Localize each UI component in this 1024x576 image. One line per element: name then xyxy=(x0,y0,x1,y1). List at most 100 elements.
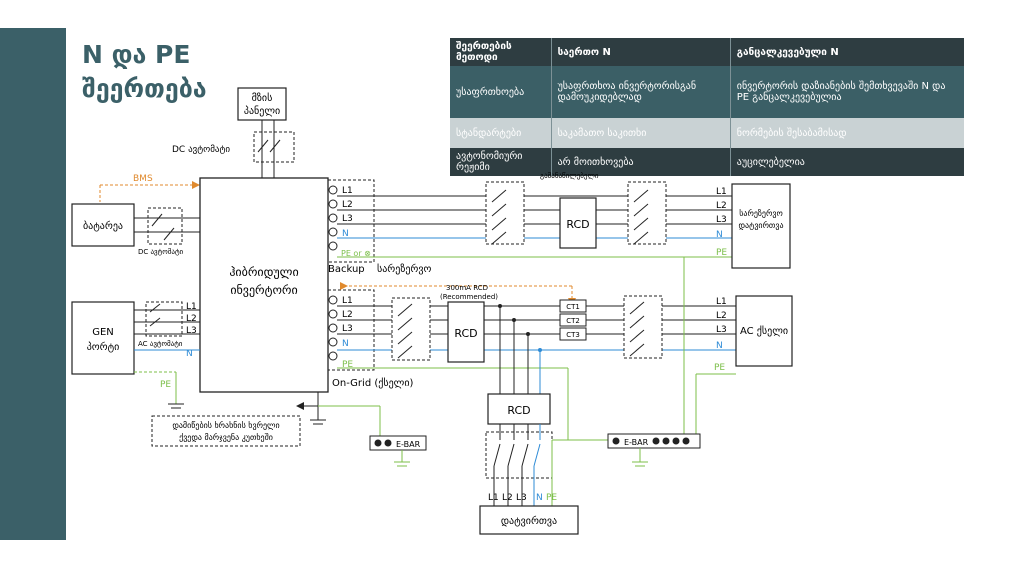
title-line-2: შეერთება xyxy=(82,74,207,103)
solar-panel-label: მზის xyxy=(252,92,273,104)
backup-wires xyxy=(337,195,732,258)
table-cell: ინვერტორის დაზიანების შემთხვევაში N და P… xyxy=(729,66,964,118)
bms-label: BMS xyxy=(133,174,153,184)
inverter-label: ჰიბრიდული xyxy=(229,265,298,279)
table-cell: უსაფრთხოა ინვერტორისგან დამოუკიდებლად xyxy=(550,66,731,118)
table-cell: აუცილებელია xyxy=(729,148,964,176)
rcd-grid-label: RCD xyxy=(454,327,477,340)
table-cell: საკამათო საკითხი xyxy=(550,118,731,148)
dc-breaker-top-label: DC ავტომატი xyxy=(172,144,230,155)
grid-n: N xyxy=(342,339,349,349)
backup-l1: L1 xyxy=(342,186,353,196)
rcd-backup xyxy=(559,197,597,249)
distribution-switch-right xyxy=(627,181,667,245)
table-header-cell: შეერთების მეთოდი xyxy=(456,41,512,63)
backup-n: N xyxy=(342,229,349,239)
rcd-backup-label: RCD xyxy=(566,218,589,231)
backup-l2: L2 xyxy=(342,200,353,210)
battery-label: ბატარეა xyxy=(83,220,123,232)
ac-breaker-gen xyxy=(145,301,183,337)
load-l3: L3 xyxy=(716,215,727,225)
solar-panel-box xyxy=(237,87,287,121)
ct2-label: CT2 xyxy=(566,317,580,325)
ct1-label: CT1 xyxy=(566,303,580,311)
solar-panel-label: პანელი xyxy=(244,105,280,117)
table-row: ავტონომიური რეჟიმი არ მოითხოვება აუცილებ… xyxy=(450,148,964,176)
table-row: სტანდარტები საკამათო საკითხი ნორმების შე… xyxy=(450,118,964,148)
acgrid-l1: L1 xyxy=(716,297,727,307)
ebar-left xyxy=(369,435,427,451)
dc-breaker-left-label: DC ავტომატი xyxy=(138,248,184,256)
table-cell: სტანდარტები xyxy=(456,127,522,139)
gen-l3: L3 xyxy=(186,326,197,336)
sidebar-band xyxy=(0,28,66,540)
page-title: N და PE შეერთება xyxy=(82,38,207,106)
ebar-left-label: E-BAR xyxy=(396,440,421,449)
ac-grid-box xyxy=(735,295,793,367)
table-cell: ავტონომიური რეჟიმი xyxy=(456,151,523,173)
backup-pe-or: PE or ⊗ xyxy=(341,249,371,258)
ct3 xyxy=(559,327,587,341)
ct1 xyxy=(559,299,587,313)
pe-left-label: PE xyxy=(160,380,171,390)
grid-l1: L1 xyxy=(342,296,353,306)
gen-port-box xyxy=(71,301,135,375)
rcd300-label: 300mA RCD xyxy=(446,284,488,292)
ac-grid-label: AC ქსელი xyxy=(740,325,788,337)
load-l1: L1 xyxy=(716,187,727,197)
distribution-label: გამანაწილებელი xyxy=(540,172,599,180)
drop-l2: L2 xyxy=(502,493,513,503)
backup-load-box xyxy=(731,183,791,269)
backup-label: სარეზერვო xyxy=(377,263,432,275)
grid-isolator xyxy=(623,295,663,359)
grid-pe: PE xyxy=(342,360,353,370)
ac-breaker-label: AC ავტომატი xyxy=(138,340,183,348)
acgrid-n: N xyxy=(716,341,723,351)
grid-l3: L3 xyxy=(342,324,353,334)
rcd-grid xyxy=(447,301,485,363)
ct2 xyxy=(559,313,587,327)
grounding-note-line: დამიწების ხრახნის ხვრელი xyxy=(172,420,279,430)
gen-n: N xyxy=(186,349,193,359)
inverter-label: ინვერტორი xyxy=(230,283,297,297)
table-cell: უსაფრთხოება xyxy=(456,86,525,98)
acgrid-l3: L3 xyxy=(716,325,727,335)
distribution-switch-left xyxy=(485,181,525,245)
table-cell: ნორმების შესაბამისად xyxy=(729,118,964,148)
grounding-note xyxy=(151,415,301,447)
load-l2: L2 xyxy=(716,201,727,211)
load-n: N xyxy=(716,230,723,240)
drop-l3: L3 xyxy=(516,493,527,503)
load-breaker xyxy=(485,431,553,479)
gen-l1: L1 xyxy=(186,302,197,312)
load-drops xyxy=(498,304,542,394)
gen-l2: L2 xyxy=(186,314,197,324)
ct3-label: CT3 xyxy=(566,331,580,339)
table-cell: არ მოითხოვება xyxy=(550,148,731,176)
load-pe: PE xyxy=(716,248,727,258)
comparison-table: შეერთების მეთოდი საერთო N განცალკევებული… xyxy=(450,38,964,176)
grid-breaker xyxy=(391,297,431,361)
table-header-cell: განცალკევებული N xyxy=(729,38,964,66)
rcd-load xyxy=(487,393,551,425)
gen-port-label: GEN xyxy=(92,327,114,338)
grounding-note-line: ქვედა მარჯვენა კუთხეში xyxy=(179,432,273,442)
drop-pe: PE xyxy=(546,493,557,503)
dc-breaker-top xyxy=(253,131,295,163)
title-line-1: N და PE xyxy=(82,40,191,69)
drop-n: N xyxy=(536,493,543,503)
load-box xyxy=(479,505,579,535)
backup-l3: L3 xyxy=(342,214,353,224)
acgrid-pe: PE xyxy=(714,363,725,373)
table-header-row: შეერთების მეთოდი საერთო N განცალკევებული… xyxy=(450,38,964,66)
ongrid-label: On-Grid (ქსელი) xyxy=(332,377,414,389)
dc-breaker-left xyxy=(147,207,183,245)
drop-l1: L1 xyxy=(488,493,499,503)
load-label: დატვირთვა xyxy=(501,515,557,527)
ebar-right-label: E-BAR xyxy=(624,438,649,447)
table-header-cell: საერთო N xyxy=(550,38,731,66)
backup-terminals xyxy=(327,179,375,371)
rcd-load-label: RCD xyxy=(507,404,530,417)
battery-box xyxy=(71,203,135,247)
